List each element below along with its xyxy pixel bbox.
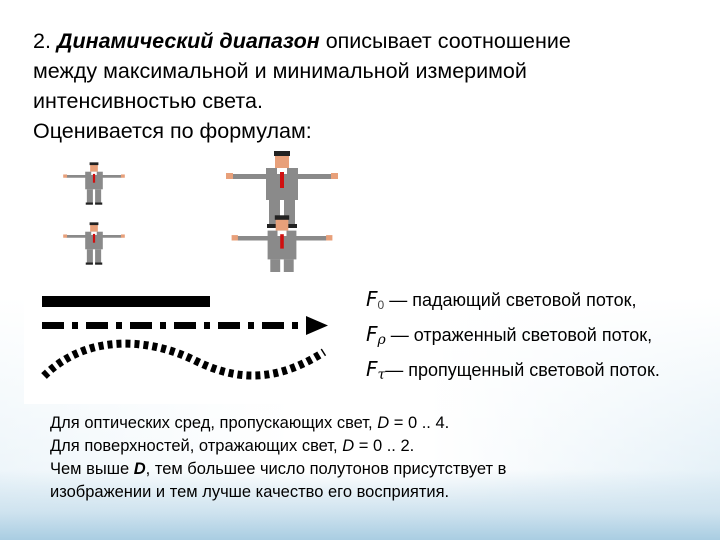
legend-row-incident: F0 — падающий световой поток, bbox=[366, 285, 716, 320]
slide-footer-gradient bbox=[0, 470, 720, 540]
heading-line-3: интенсивностью света. bbox=[33, 89, 263, 113]
note-text: Чем выше bbox=[50, 460, 130, 478]
heading-line-4: Оценивается по формулам: bbox=[33, 119, 312, 143]
legend-symbol: F bbox=[366, 287, 378, 311]
note-text: Для оптических сред, пропускающих свет, bbox=[50, 414, 373, 432]
note-quality-cont: изображении и тем лучше качество его вос… bbox=[50, 483, 450, 501]
legend-text: — падающий световой поток, bbox=[389, 290, 637, 310]
reflected-flux-dashes bbox=[42, 316, 328, 335]
figure-flux-lines bbox=[24, 272, 354, 404]
heading-line-1-rest: описывает соотношение bbox=[325, 29, 571, 53]
legend-text: — пропущенный световой поток. bbox=[385, 360, 660, 380]
flux-lines-illustration bbox=[41, 296, 328, 380]
note-text: = 0 .. 2. bbox=[358, 437, 415, 455]
note-text: = 0 .. 4. bbox=[393, 414, 450, 432]
person-small-bottom bbox=[63, 222, 125, 265]
people-illustration bbox=[63, 151, 338, 285]
person-large-bottom bbox=[231, 215, 333, 285]
note-optical-media: Для оптических сред, пропускающих свет, … bbox=[50, 412, 690, 435]
heading-line-2: между максимальной и минимальной измерим… bbox=[33, 59, 527, 83]
note-quality: Чем выше D, тем большее число полутонов … bbox=[50, 458, 690, 481]
notes-block: Для оптических сред, пропускающих свет, … bbox=[50, 412, 690, 504]
note-variable: D bbox=[342, 437, 355, 455]
incident-flux-bar bbox=[42, 296, 210, 307]
legend-subscript: ρ bbox=[377, 332, 386, 348]
note-text: , тем большее число полутонов присутству… bbox=[145, 460, 507, 478]
heading-line-1: 2. Динамический диапазон описывает соотн… bbox=[33, 26, 703, 56]
arrow-head bbox=[306, 316, 328, 335]
legend-subscript: τ bbox=[377, 367, 386, 383]
figure-people bbox=[24, 150, 420, 285]
slide-heading: 2. Динамический диапазон описывает соотн… bbox=[33, 26, 703, 146]
transmitted-flux-wave bbox=[41, 339, 327, 380]
legend-symbol: F bbox=[366, 357, 378, 381]
flux-legend: F0 — падающий световой поток, Fρ — отраж… bbox=[366, 285, 716, 390]
legend-subscript: 0 bbox=[377, 298, 385, 312]
legend-row-transmitted: Fτ— пропущенный световой поток. bbox=[366, 355, 716, 390]
note-variable: D bbox=[133, 460, 146, 478]
heading-number: 2. bbox=[33, 29, 51, 53]
note-variable: D bbox=[377, 414, 390, 432]
note-text: Для поверхностей, отражающих свет, bbox=[50, 437, 338, 455]
legend-symbol: F bbox=[366, 322, 378, 346]
person-small-top bbox=[63, 162, 125, 205]
note-surfaces: Для поверхностей, отражающих свет, D = 0… bbox=[50, 435, 690, 458]
legend-text: — отраженный световой поток, bbox=[390, 325, 653, 345]
heading-term: Динамический диапазон bbox=[56, 29, 320, 53]
legend-row-reflected: Fρ — отраженный световой поток, bbox=[366, 320, 716, 355]
